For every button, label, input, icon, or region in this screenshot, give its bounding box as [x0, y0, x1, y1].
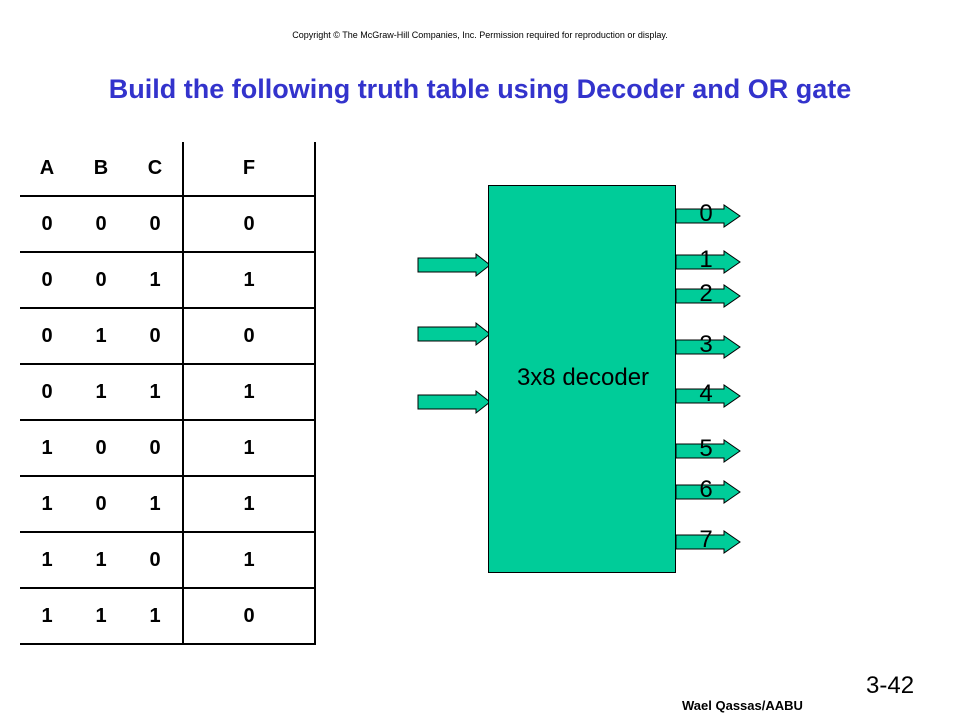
- output-arrow: [675, 480, 741, 504]
- table-cell: 1: [183, 476, 316, 533]
- table-cell: 1: [183, 532, 316, 589]
- table-cell: 1: [74, 588, 128, 645]
- table-cell: 1: [20, 532, 74, 589]
- table-cell: 0: [128, 532, 184, 589]
- copyright-notice: Copyright © The McGraw-Hill Companies, I…: [292, 30, 668, 40]
- slide-title: Build the following truth table using De…: [108, 74, 852, 104]
- output-arrow: [675, 204, 741, 228]
- output-arrow: [675, 439, 741, 463]
- table-cell: 0: [20, 196, 74, 253]
- output-label: 6: [699, 476, 713, 503]
- output-label: 5: [699, 435, 713, 462]
- table-cell: 1: [183, 364, 316, 421]
- decoder-block: 3x8 decoder: [488, 185, 676, 573]
- table-cell: 1: [128, 252, 184, 309]
- output-label: 4: [699, 380, 713, 407]
- author-footer: Wael Qassas/AABU: [682, 698, 803, 713]
- table-cell: 0: [183, 308, 316, 365]
- page-number: 3-42: [866, 672, 915, 699]
- decoder-output-arrows: [675, 204, 741, 554]
- table-cell: 0: [128, 308, 184, 365]
- output-label: 2: [699, 280, 713, 307]
- table-cell: 0: [128, 196, 184, 253]
- table-cell: 1: [20, 588, 74, 645]
- table-cell: 0: [74, 252, 128, 309]
- table-cell: 1: [128, 588, 184, 645]
- table-cell: 1: [183, 252, 316, 309]
- table-cell: 0: [183, 588, 316, 645]
- table-cell: 0: [128, 420, 184, 477]
- table-cell: 1: [20, 420, 74, 477]
- table-cell: 0: [20, 364, 74, 421]
- output-arrow: [675, 530, 741, 554]
- table-header-cell: C: [128, 142, 184, 197]
- table-cell: 0: [74, 196, 128, 253]
- output-label: 1: [699, 246, 713, 273]
- table-cell: 1: [74, 532, 128, 589]
- decoder-input-arrows: [417, 252, 491, 415]
- table-cell: 0: [20, 252, 74, 309]
- table-cell: 0: [183, 196, 316, 253]
- input-arrow: [417, 389, 491, 415]
- table-cell: 0: [74, 420, 128, 477]
- output-label: 0: [699, 200, 713, 227]
- output-arrow: [675, 384, 741, 408]
- table-cell: 1: [183, 420, 316, 477]
- table-cell: 1: [128, 364, 184, 421]
- output-label: 3: [699, 331, 713, 358]
- table-cell: 1: [74, 308, 128, 365]
- table-cell: 1: [128, 476, 184, 533]
- output-arrow: [675, 284, 741, 308]
- output-label: 7: [699, 526, 713, 553]
- decoder-label: 3x8 decoder: [516, 364, 650, 391]
- input-arrow: [417, 252, 491, 278]
- table-header-cell: A: [20, 142, 74, 197]
- output-arrow: [675, 335, 741, 359]
- input-arrow: [417, 321, 491, 347]
- table-cell: 1: [74, 364, 128, 421]
- table-cell: 0: [20, 308, 74, 365]
- output-arrow: [675, 250, 741, 274]
- table-cell: 1: [20, 476, 74, 533]
- table-header-cell: B: [74, 142, 128, 197]
- table-cell: 0: [74, 476, 128, 533]
- table-header-cell: F: [183, 142, 316, 197]
